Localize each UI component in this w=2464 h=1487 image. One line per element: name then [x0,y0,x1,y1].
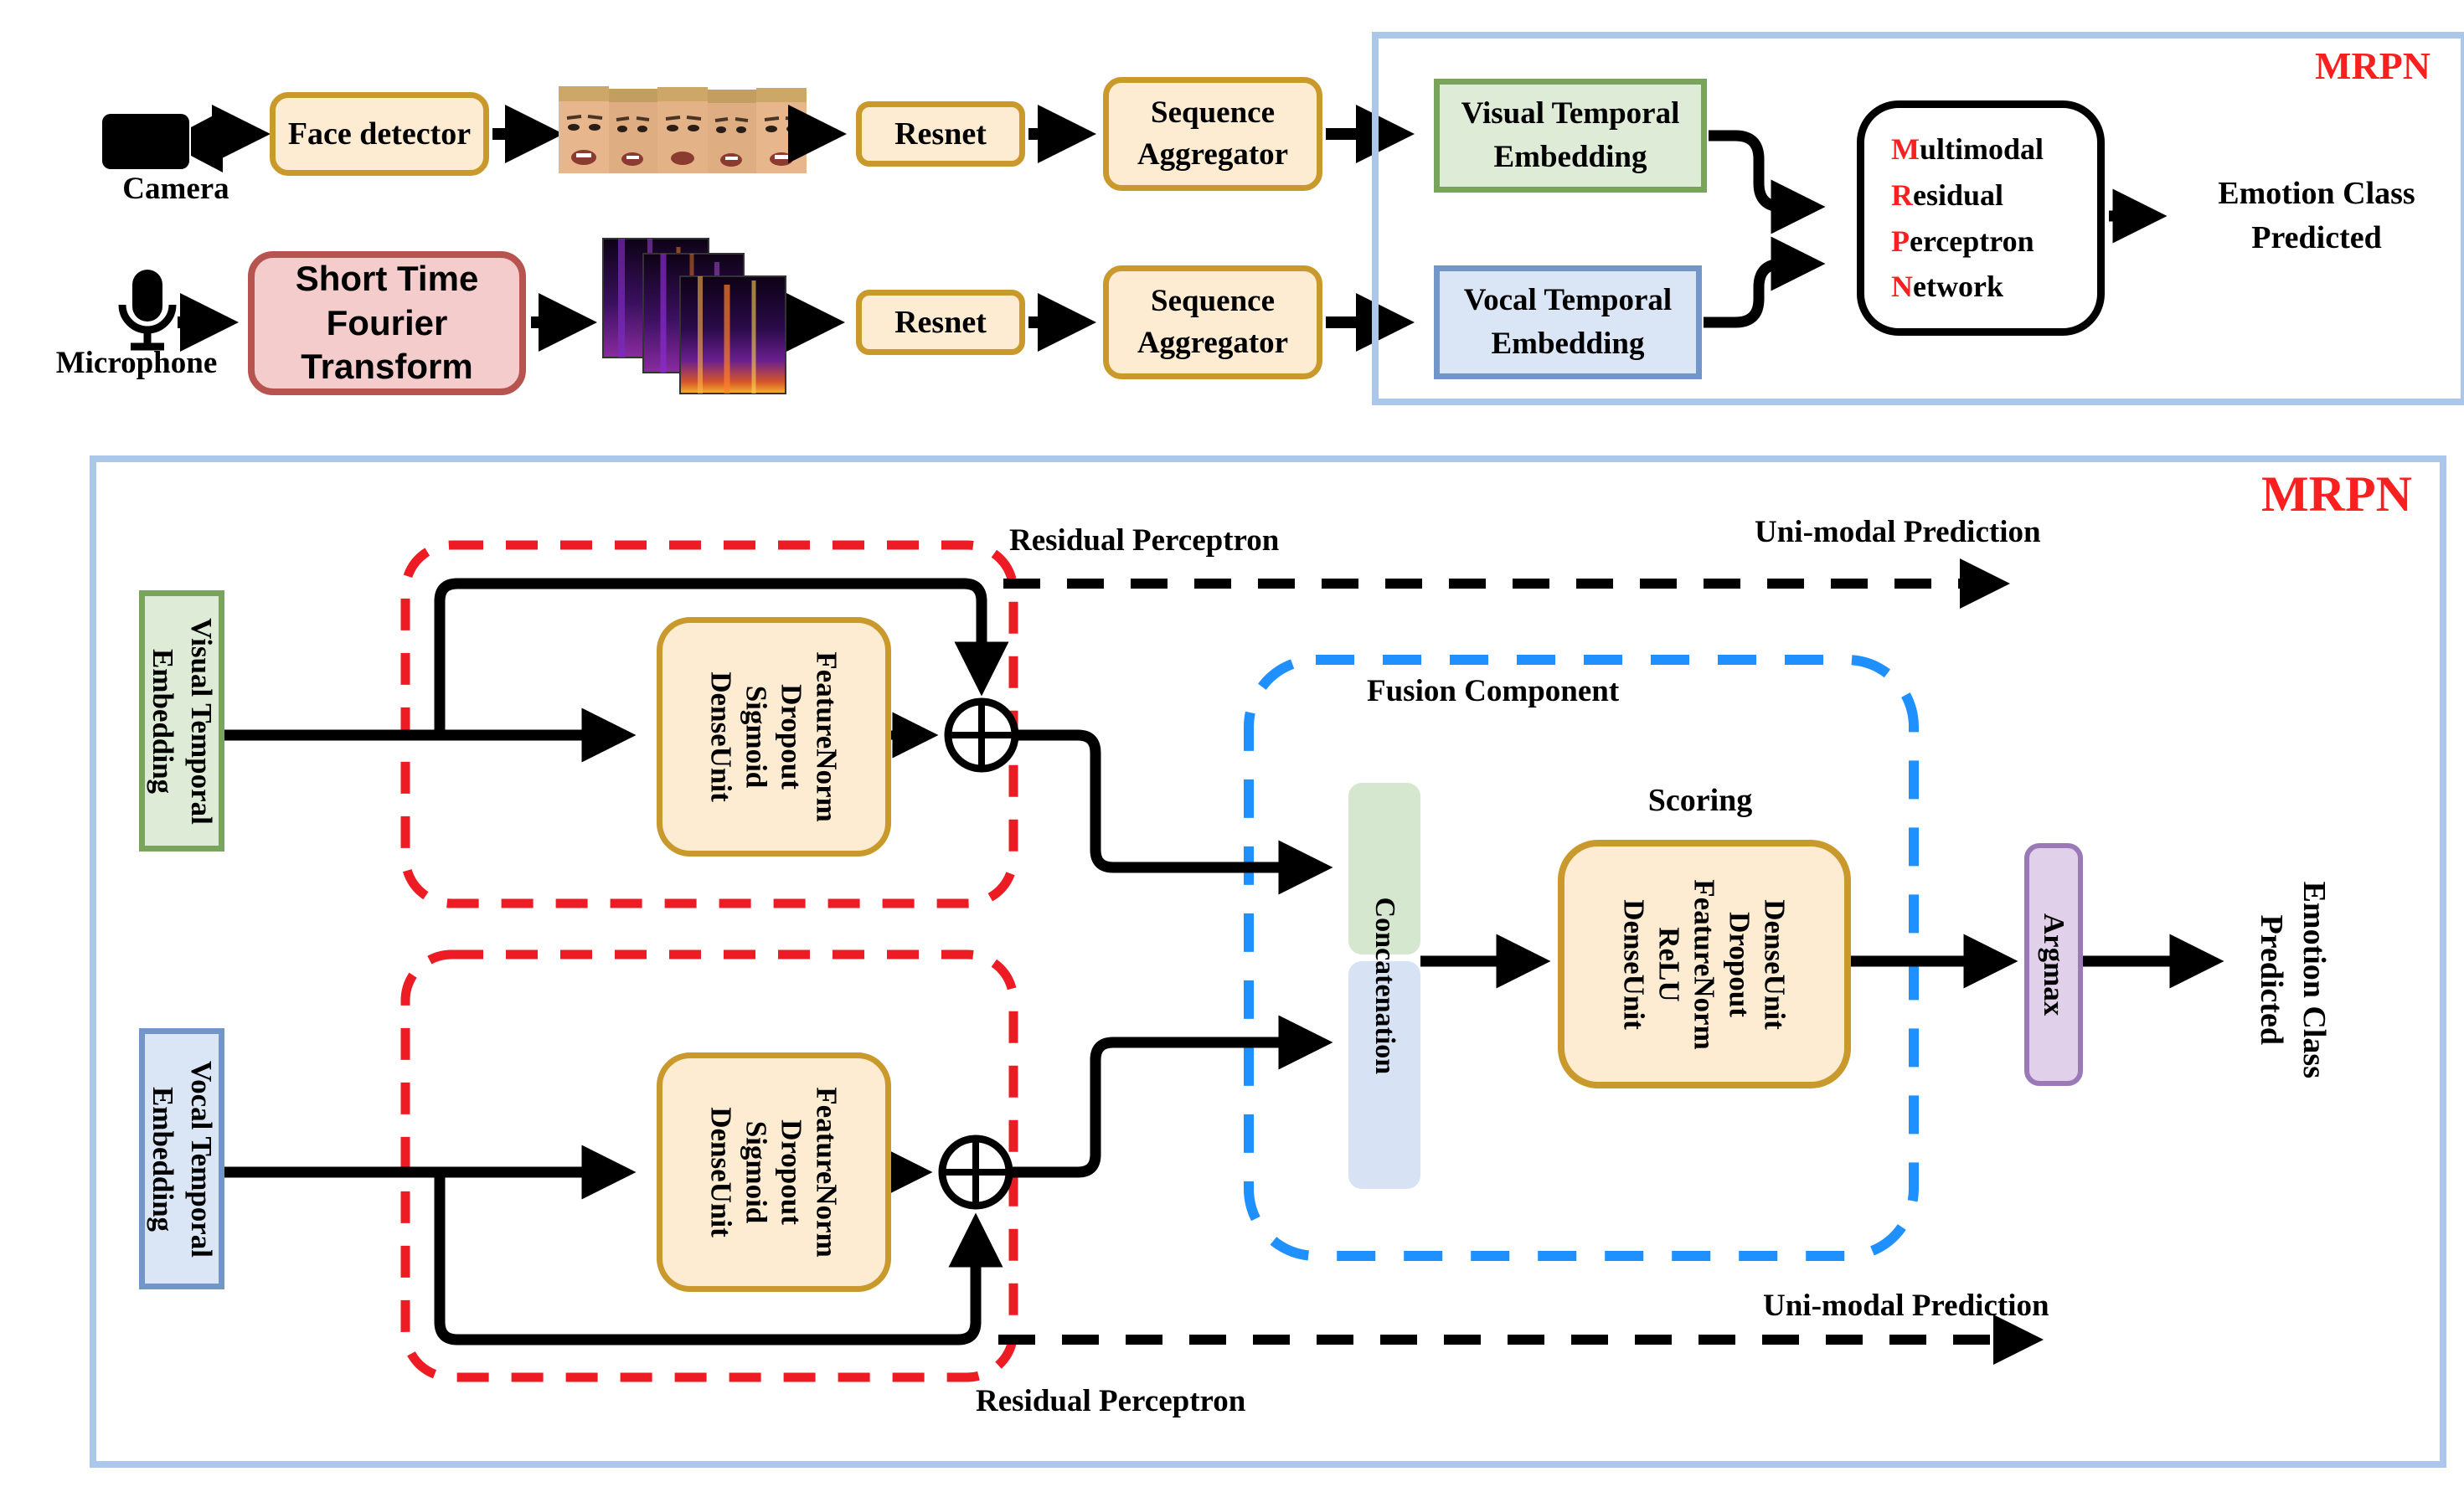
face-frames-image [559,86,807,173]
residual-perceptron-label-top: Residual Perceptron [1009,523,1280,558]
sum-output-to-concat-visual [1015,729,1333,895]
sum-output-to-concat-vocal [1009,1015,1333,1178]
mrpn-network-box: Multimodal Residual Perceptron Network [1857,100,2105,336]
mrpn-overview-panel [1372,32,2464,405]
mrpn-box-line: Perceptron [1891,224,2034,258]
scoring-label: Scoring [1647,783,1753,818]
residual-perceptron-label-bottom: Residual Perceptron [976,1384,1246,1418]
curve-vocal-embedding-to-mrpn [1704,236,1826,328]
mrpn-detail-panel [90,455,2446,1468]
resnet-box-vocal: Resnet [856,290,1025,355]
circled-plus-icon-vocal [938,1135,1013,1210]
curve-visual-embedding-to-mrpn [1709,130,1826,234]
mrpn-box-line: Multimodal [1891,132,2044,167]
resnet-box-visual: Resnet [856,101,1025,167]
residual-block-visual: FeatureNorm Dropout Sigmoid DenseUnit [657,617,891,857]
residual-block-vocal: FeatureNorm Dropout Sigmoid DenseUnit [657,1052,891,1292]
concatenation-vocal-segment [1348,961,1420,1189]
uni-modal-prediction-label-bottom: Uni-modal Prediction [1763,1289,2049,1323]
concatenation-label: Concatenation [1369,897,1401,1075]
concatenation-stack: Concatenation [1348,783,1420,1189]
uni-modal-prediction-label-top: Uni-modal Prediction [1755,515,2041,549]
scoring-block: DenseUnit Dropout FeatureNorm ReLU Dense… [1558,840,1851,1088]
microphone-label: Microphone [55,346,218,380]
camera-icon [102,111,223,172]
mrpn-box-line: Residual [1891,178,2004,212]
fusion-component-label: Fusion Component [1367,674,1620,708]
spectrogram-image [602,238,786,394]
mrpn-tag-top: MRPN [2315,44,2430,87]
skip-connection-vocal [434,1172,1003,1346]
microphone-icon [118,270,177,351]
face-detector-box: Face detector [270,92,489,176]
mrpn-box-line: Network [1891,270,2003,304]
skip-connection-visual [434,578,1009,735]
residual-perceptron-box-vocal [400,949,1018,1382]
argmax-label: Argmax [2038,913,2070,1016]
argmax-box: Argmax [2024,843,2083,1086]
mrpn-tag-bottom: MRPN [2261,466,2412,522]
concatenation-visual-segment [1348,783,1420,954]
camera-label: Camera [122,172,229,206]
